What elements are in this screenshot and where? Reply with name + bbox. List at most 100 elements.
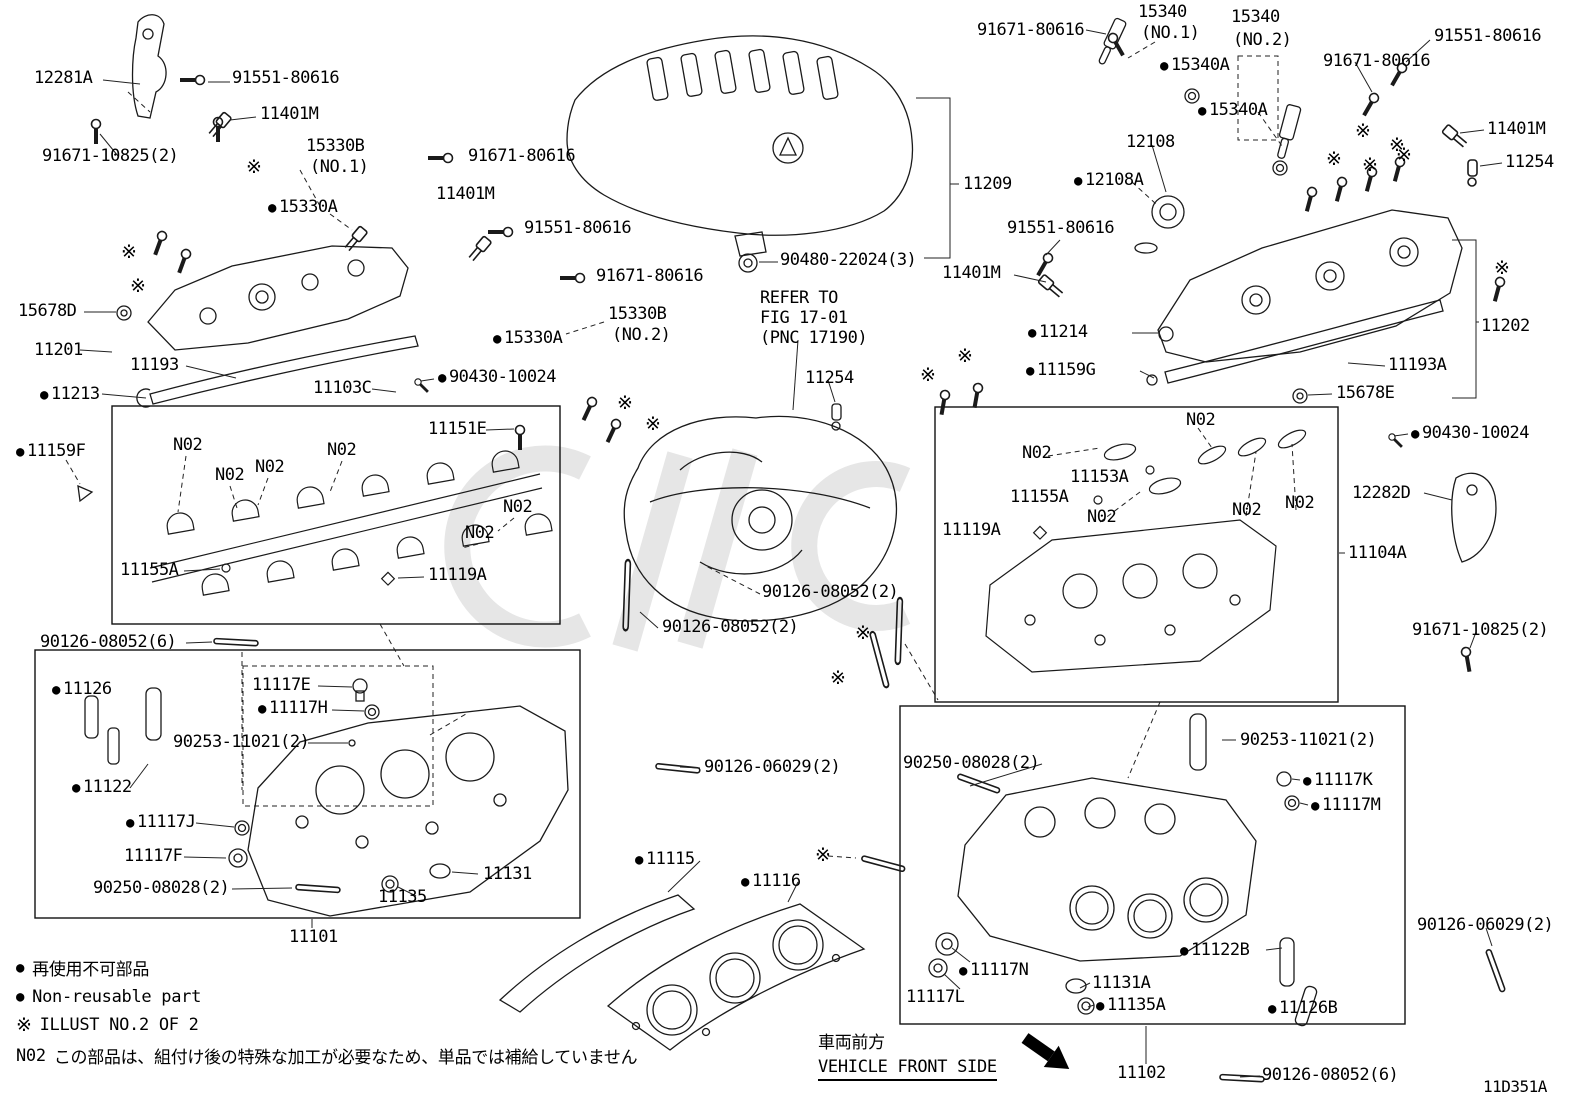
part-number-text: 91671-80616 [977,20,1085,40]
legend-nonreusable-en: ● Non-reusable part [16,987,637,1007]
part-number-text: N02 [1186,410,1216,430]
part-number-text: 15340 [1231,7,1280,27]
part-number-text: N02 [215,465,245,485]
part-number-text: 11159G [1036,360,1096,380]
nonreusable-bullet-icon: ● [438,369,446,386]
part-label: ●90430-10024 [438,368,557,387]
nonreusable-bullet-icon: ● [1028,324,1036,341]
part-label: 11202 [1481,316,1530,336]
part-label: N02 [1087,507,1117,527]
nonreusable-bullet-icon: ● [1160,57,1168,74]
part-number-text: N02 [1087,507,1117,527]
part-label: 15330B [306,137,365,156]
nonreusable-bullet-icon: ● [16,443,24,460]
ref-mark-icon: ※ [1494,257,1510,279]
n02-code: N02 [16,1045,46,1066]
part-label: 91671-80616 [977,20,1085,40]
legend-n02-note: N02 この部品は、組付け後の特殊な加工が必要なため、単品では補給していません [16,1043,638,1069]
part-label: 11102 [1117,1064,1166,1083]
ref-mark-icon: ※ [957,345,973,367]
bolts-drawing [89,29,1508,1083]
part-number-text: 11119A [428,565,487,585]
part-number-text: 11401M [260,104,319,124]
nonreusable-bullet-icon: ● [959,962,967,979]
part-number-text: 11401M [1487,119,1546,139]
part-number-text: 11104A [1348,543,1407,563]
part-number-text: 90250-08028(2) [93,878,230,898]
part-number-text: 91551-80616 [1007,218,1115,238]
part-number-text: 11122B [1190,940,1250,960]
part-number-text: 91551-80616 [1434,26,1542,46]
part-number-text: N02 [1022,443,1052,463]
part-label: N02 [255,458,285,477]
part-number-text: 15330A [278,197,338,217]
part-number-text: 11131 [483,864,532,884]
part-label: 91671-80616 [596,266,704,286]
part-number-text: 11401M [942,263,1001,283]
part-label: 91671-80616 [468,147,576,166]
part-label: ●90430-10024 [1411,424,1530,443]
nonreusable-bullet-icon: ● [16,959,25,976]
ref-mark-icon: ※ [1355,120,1371,142]
part-label: N02 [465,523,495,543]
part-label: 91551-80616 [1434,26,1542,46]
leader-lines [79,29,1503,1078]
part-label: N02 [1022,443,1052,463]
part-label: 11193A [1388,355,1447,375]
ref-mark-icon: ※ [920,364,936,386]
part-label: 11401M [942,263,1001,283]
part-number-text: 12108A [1084,170,1144,190]
part-label: FIG 17-01 [760,309,848,328]
part-label: 11131A [1092,974,1151,993]
part-label: 11401M [436,185,495,204]
part-label: 91671-80616 [1323,52,1431,71]
part-number-text: 15678E [1336,383,1395,403]
watermark [444,445,911,652]
part-label: 11135 [378,888,427,907]
part-number-text: 11202 [1481,316,1530,336]
part-number-text: 11155A [1010,487,1069,507]
part-label: 11117F [124,847,183,866]
part-label: 90480-22024(3) [780,251,917,270]
part-number-text: 11135A [1106,995,1166,1015]
part-label: 91671-10825(2) [1412,621,1549,640]
part-number-text: 11193A [1388,355,1447,375]
part-label: (NO.1) [310,158,369,177]
front-side-en: VEHICLE FRONT SIDE [818,1057,997,1081]
ref-mark-icon: ※ [121,241,137,263]
part-number-text: 91671-80616 [596,266,704,286]
part-number-text: 11117E [252,675,311,695]
part-number-text: 11193 [130,355,179,375]
part-label: 90253-11021(2) [173,732,310,752]
ref-mark-icon: ※ [1362,154,1378,176]
part-label: 11117L [906,988,965,1007]
part-number-text: 90250-08028(2) [903,753,1040,773]
part-label: 11254 [1505,153,1554,172]
part-number-text: 12108 [1126,132,1175,152]
left-cam-housing-drawing [149,448,553,596]
part-label: ●11126 [52,680,112,699]
part-label: ●11117M [1311,796,1381,815]
nonreusable-bullet-icon: ● [1303,772,1311,789]
part-number-text: 11151E [428,419,487,439]
part-label: 11155A [120,561,179,580]
part-label: 11193 [130,355,179,375]
part-number-text: N02 [465,523,495,543]
part-label: ●11116 [741,872,801,891]
left-cylinder-head-drawing [84,678,569,917]
part-label: ●11117N [959,961,1029,980]
dashed-leader-lines [65,41,1297,859]
part-number-text: N02 [1232,500,1262,520]
part-label: ●11213 [40,385,100,404]
part-number-text: (PNC 17190) [760,328,868,348]
part-number-text: 11103C [313,378,372,398]
part-number-text: 90253-11021(2) [173,732,310,752]
part-number-text: 90126-08052(6) [40,632,177,652]
region-boxes [34,405,1406,1025]
part-number-text: 11126B [1278,998,1338,1018]
part-number-text: 11122 [82,777,132,797]
part-label: 11119A [942,521,1001,540]
